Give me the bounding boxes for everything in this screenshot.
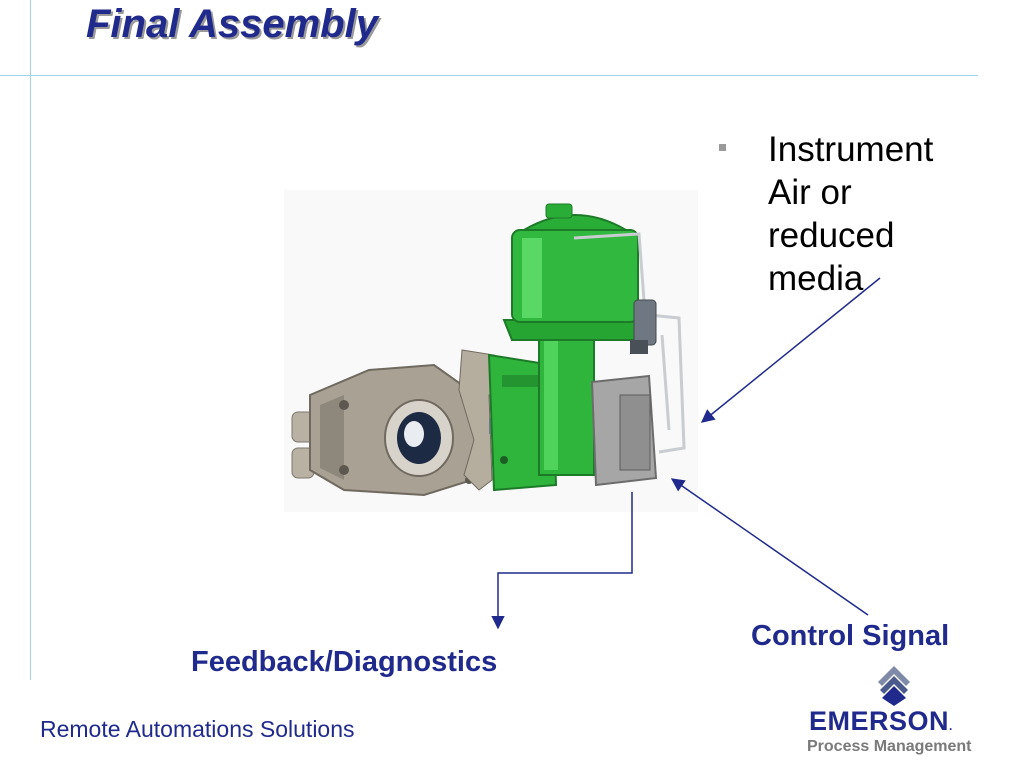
- actuator: [502, 203, 646, 476]
- filter-regulator: [630, 299, 657, 354]
- control-signal-label: Control Signal: [751, 620, 950, 652]
- feedback-diagnostics-label: Feedback/Diagnostics: [191, 646, 498, 678]
- left-guide-line: [30, 0, 31, 680]
- air-tubing: [573, 232, 686, 454]
- title-underline: [0, 75, 978, 76]
- bullet-instrument-air: Instrument Air or reduced media: [768, 130, 934, 298]
- feedback-arrow: [491, 492, 633, 630]
- slide-title: Final Assembly: [86, 2, 378, 46]
- control-signal-arrow: [670, 478, 869, 616]
- emerson-wordmark: EMERSON.: [809, 706, 953, 736]
- emerson-diamond-icon: [878, 666, 910, 706]
- footer-text: Remote Automations Solutions: [40, 716, 355, 742]
- positioner: [590, 374, 658, 487]
- process-management-text: Process Management: [807, 738, 972, 755]
- valve-assembly-photo: [284, 190, 698, 512]
- emerson-logo: EMERSON. Process Management: [806, 664, 986, 764]
- bullet-square-icon: [719, 144, 726, 151]
